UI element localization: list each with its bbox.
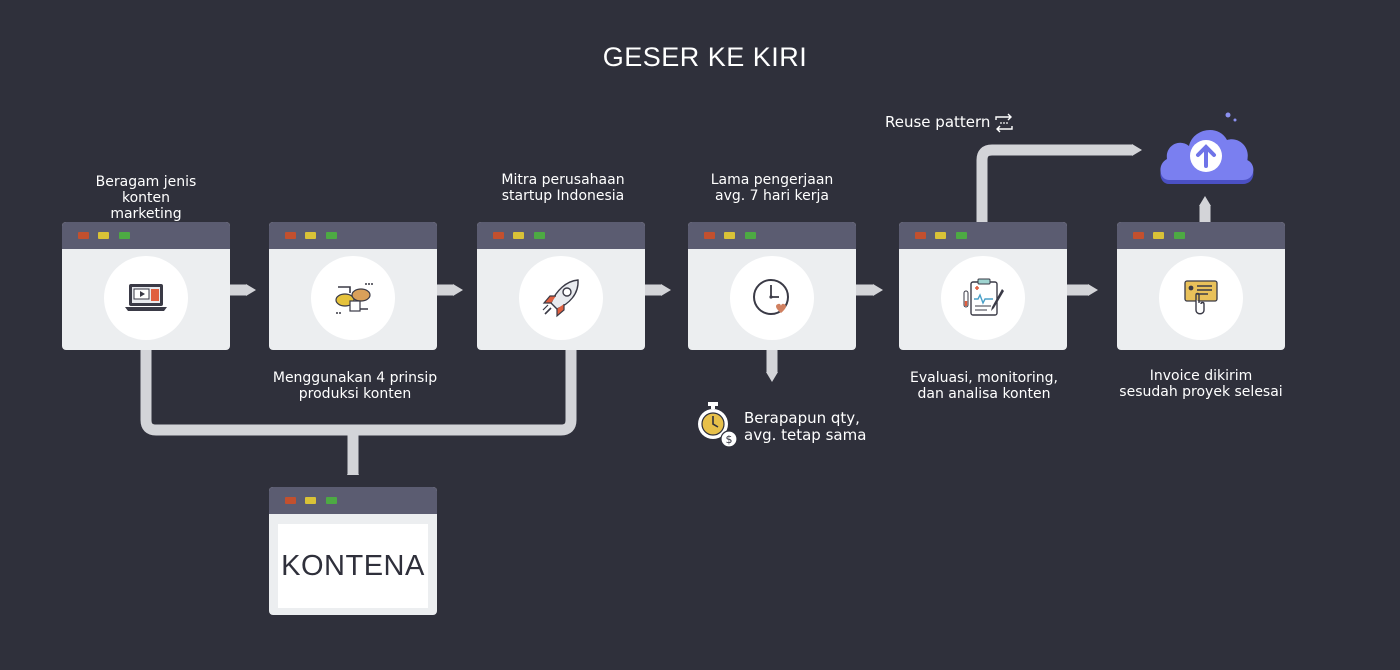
step-window-3 (477, 222, 645, 350)
window-titlebar (62, 222, 230, 249)
step-label-6: Invoice dikirim sesudah proyek selesai (1119, 368, 1283, 400)
step-label-2: Menggunakan 4 prinsip produksi konten (272, 370, 438, 402)
cloud-upload-icon (1160, 112, 1254, 184)
step-window-4 (688, 222, 856, 350)
laptop-video-icon (125, 284, 167, 311)
window-titlebar (688, 222, 856, 249)
step-label-3: Mitra perusahaan startup Indonesia (501, 172, 625, 204)
step-label-4: Lama pengerjaan avg. 7 hari kerja (710, 172, 834, 204)
qty-note-label: Berapapun qty, avg. tetap sama (744, 409, 867, 444)
step-window-2 (269, 222, 437, 350)
svg-text:$: $ (726, 433, 733, 446)
clock-heart-icon (753, 279, 789, 315)
step-window-1 (62, 222, 230, 350)
step-window-5 (899, 222, 1067, 350)
rocket-icon (542, 279, 579, 318)
invoice-hand-icon (1184, 280, 1218, 315)
clipboard-report-icon (963, 278, 1004, 316)
step-window-6 (1117, 222, 1285, 350)
repeat-icon (995, 113, 1013, 133)
cycle-ideas-icon (335, 283, 373, 314)
stopwatch-money-icon: $ (698, 402, 738, 448)
window-titlebar (1117, 222, 1285, 249)
window-titlebar (477, 222, 645, 249)
window-titlebar (269, 487, 437, 514)
step-label-5: Evaluasi, monitoring, dan analisa konten (909, 370, 1058, 402)
reuse-pattern-label: Reuse pattern (885, 113, 991, 131)
page-title: GESER KE KIRI (602, 42, 808, 72)
step-label-1: Beragam jenis konten marketing (95, 174, 197, 222)
window-titlebar (269, 222, 437, 249)
brand-logo: KONTENA (278, 524, 428, 608)
connector-reuse (976, 144, 1132, 222)
window-titlebar (899, 222, 1067, 249)
